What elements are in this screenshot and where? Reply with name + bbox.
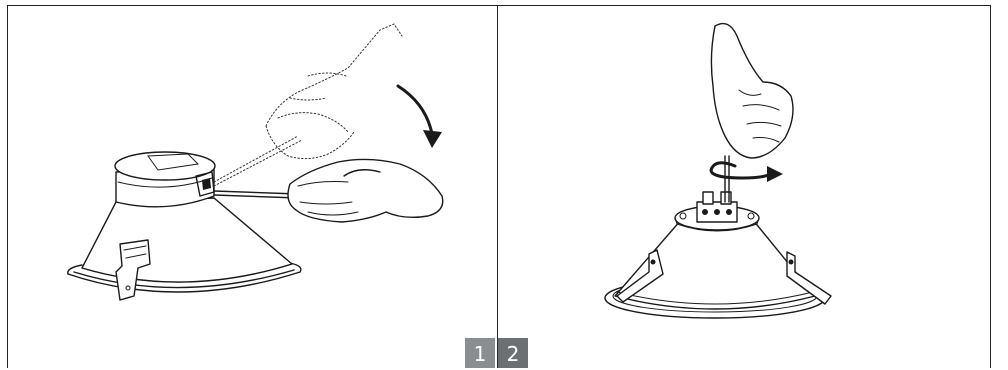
panel-divider: [497, 5, 498, 368]
rotation-arrow: [711, 163, 771, 178]
hand-turning-screwdriver: [711, 24, 793, 158]
downlight-prying-cover-drawing: [8, 6, 496, 336]
downlight-terminal-screw-drawing: [499, 6, 990, 336]
step-1-illustration: [8, 6, 496, 336]
screwdriver: [214, 191, 298, 194]
downward-rotation-arrow: [398, 86, 432, 134]
step-2-illustration: [499, 6, 990, 336]
hand-previous-position: [266, 24, 402, 126]
reflector-cone: [615, 220, 815, 309]
step-number-1-badge: 1: [465, 338, 495, 368]
reflector-cone: [82, 198, 292, 282]
step-number-2-badge: 2: [498, 338, 528, 368]
